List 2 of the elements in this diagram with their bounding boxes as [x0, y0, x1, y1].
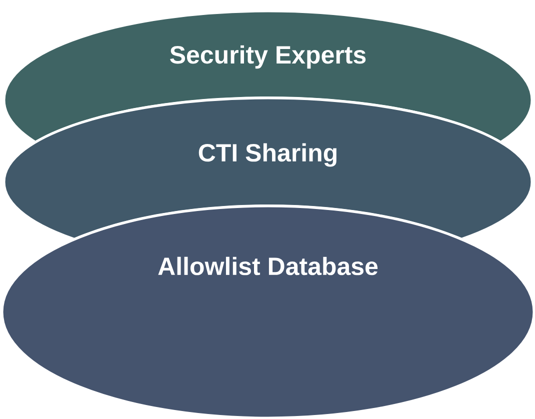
- node-label: CTI Sharing: [198, 143, 336, 167]
- ellipse-band: Allowlist Database: [0, 204, 535, 419]
